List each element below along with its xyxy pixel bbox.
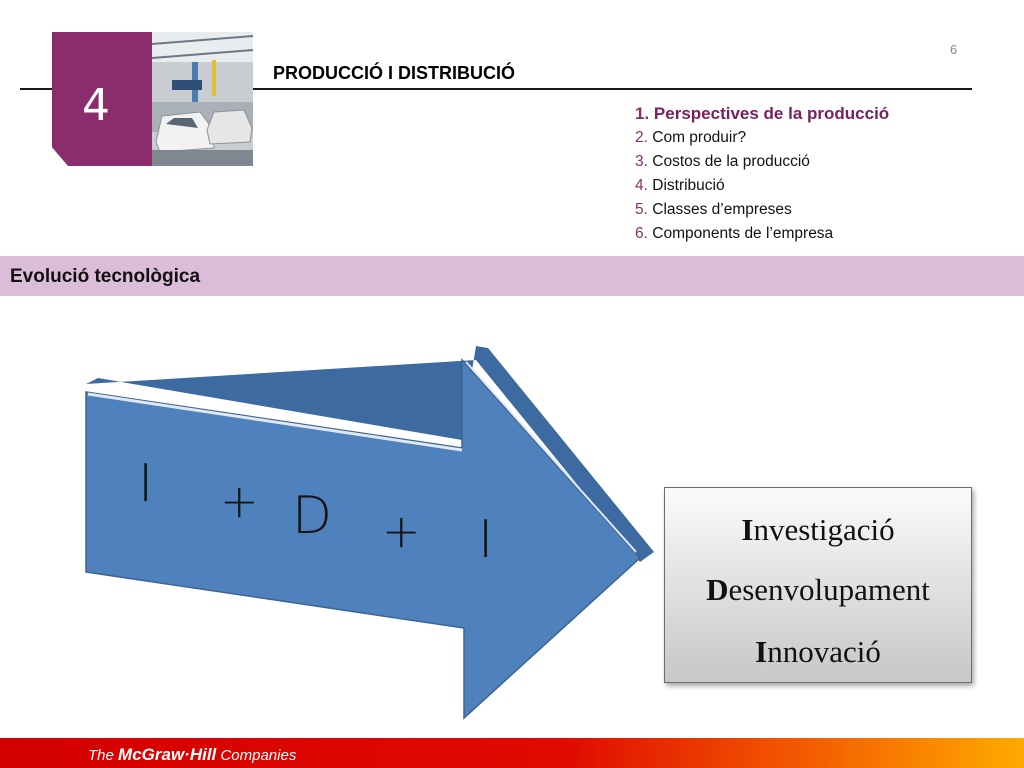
chapter-badge: [52, 32, 152, 166]
toc-item[interactable]: 3. Costos de la producció: [635, 153, 810, 170]
chapter-number: 4: [82, 80, 110, 131]
table-of-contents: 1. Perspectives de la producció 2. Com p…: [635, 102, 889, 246]
arrow-token: I: [138, 454, 154, 514]
toc-item[interactable]: 4. Distribució: [635, 177, 725, 194]
arrow-token: D: [292, 486, 333, 546]
topic-bar: [0, 256, 1024, 296]
arrow-token: +: [382, 504, 421, 558]
definition-box: Investigació Desenvolupament Innovació: [664, 487, 972, 683]
section-title: PRODUCCIÓ I DISTRIBUCIÓ: [273, 63, 516, 83]
toc-item[interactable]: 1. Perspectives de la producció: [635, 104, 890, 123]
toc-item[interactable]: 6. Components de l’empresa: [635, 225, 834, 242]
definition-line: Investigació: [741, 512, 895, 547]
toc-item[interactable]: 2. Com produir?: [635, 129, 747, 146]
arrow-token: +: [220, 474, 259, 528]
header-divider: [20, 88, 972, 90]
definition-line: Innovació: [755, 634, 881, 669]
topic-title: Evolució tecnològica: [10, 266, 201, 287]
arrow-shape: [85, 346, 654, 720]
slide-number: 6: [950, 42, 958, 57]
toc-item[interactable]: 5. Classes d’empreses: [635, 201, 792, 218]
car-factory-photo: [152, 32, 253, 166]
publisher-logo: The McGraw·Hill Companies: [88, 745, 297, 764]
footer-bar: [0, 738, 1024, 768]
arrow-token: I: [478, 510, 494, 570]
definition-line: Desenvolupament: [706, 572, 930, 607]
